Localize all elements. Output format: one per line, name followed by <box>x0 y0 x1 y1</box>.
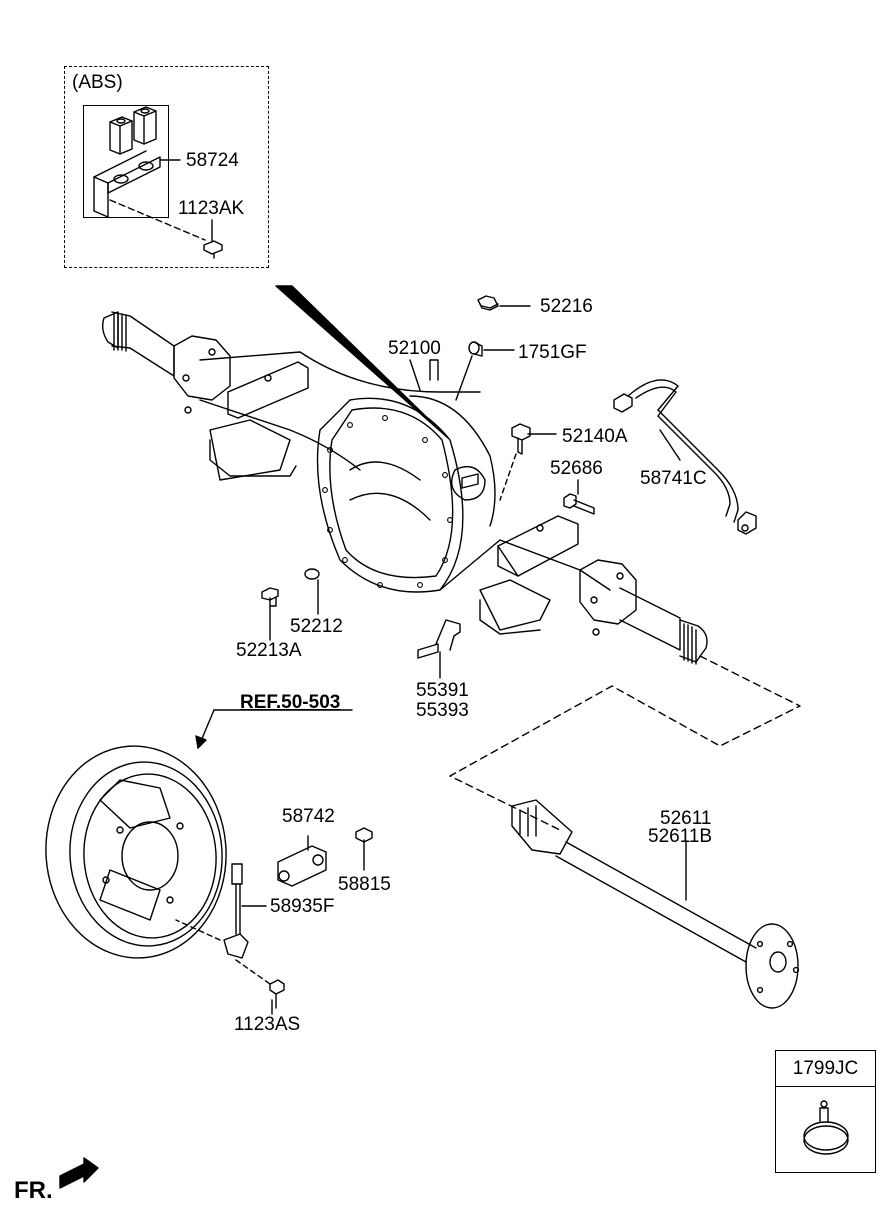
part-55391-vent <box>417 619 461 659</box>
label-52212[interactable]: 52212 <box>290 616 343 637</box>
axle-housing <box>101 311 708 665</box>
abs-sensor-bracket <box>93 106 161 218</box>
label-52213A[interactable]: 52213A <box>236 640 302 661</box>
label-52611B[interactable]: 52611B <box>648 826 713 847</box>
label-58741C[interactable]: 58741C <box>640 468 707 489</box>
leader-1751GF-b <box>455 355 473 401</box>
label-55393[interactable]: 55393 <box>416 700 469 721</box>
axle-shaft <box>511 799 800 1009</box>
label-55391[interactable]: 55391 <box>416 680 469 701</box>
brake-backing-plate <box>45 745 227 959</box>
leader-1123AS-b <box>235 959 271 985</box>
label-58742[interactable]: 58742 <box>282 806 335 827</box>
part-52216 <box>477 295 499 311</box>
label-1751GF[interactable]: 1751GF <box>518 342 587 363</box>
part-58935F-sensor <box>223 863 249 959</box>
ref-link-50-503[interactable]: REF.50-503 <box>240 692 341 713</box>
label-52686[interactable]: 52686 <box>550 458 603 479</box>
label-52100[interactable]: 52100 <box>388 338 441 359</box>
abs-group-box <box>64 66 269 268</box>
leader-52100 <box>409 359 421 391</box>
front-direction-arrow <box>59 1157 99 1189</box>
part-52213A <box>261 587 279 607</box>
part-58742-wheel-cylinder <box>277 845 327 887</box>
label-52140A[interactable]: 52140A <box>562 426 628 447</box>
leader-52140A-b <box>499 453 517 501</box>
label-58935F[interactable]: 58935F <box>270 896 335 917</box>
label-1123AK[interactable]: 1123AK <box>178 198 245 219</box>
part-52686 <box>563 493 595 515</box>
part-1799JC-clamp <box>803 1100 849 1155</box>
label-58724[interactable]: 58724 <box>186 150 239 171</box>
ref-dash-axle <box>449 655 801 831</box>
part-1751GF <box>468 341 483 357</box>
front-direction-label: FR. <box>14 1177 53 1204</box>
pointer-arrow <box>275 285 449 439</box>
abs-group-title: (ABS) <box>72 72 123 93</box>
label-1123AS[interactable]: 1123AS <box>234 1014 301 1035</box>
ref-arrow-head <box>195 735 207 749</box>
part-52140A <box>511 423 531 455</box>
part-58741C-brake-hose <box>613 379 757 535</box>
leader-58741C <box>659 429 681 461</box>
label-58815[interactable]: 58815 <box>338 874 391 895</box>
part-1123AS-bolt <box>269 979 285 1009</box>
part-52212 <box>304 568 320 580</box>
label-1799JC[interactable]: 1799JC <box>776 1051 875 1087</box>
leader-abs-bolt <box>109 199 206 241</box>
clamp-reference-box: 1799JC <box>775 1050 876 1173</box>
part-58815-bleeder <box>355 827 373 843</box>
label-52216[interactable]: 52216 <box>540 296 593 317</box>
label-52611[interactable]: 52611 <box>660 808 712 829</box>
leader-58935F-b <box>175 919 221 941</box>
abs-bolt <box>203 240 223 259</box>
abs-inner-box <box>83 105 169 218</box>
